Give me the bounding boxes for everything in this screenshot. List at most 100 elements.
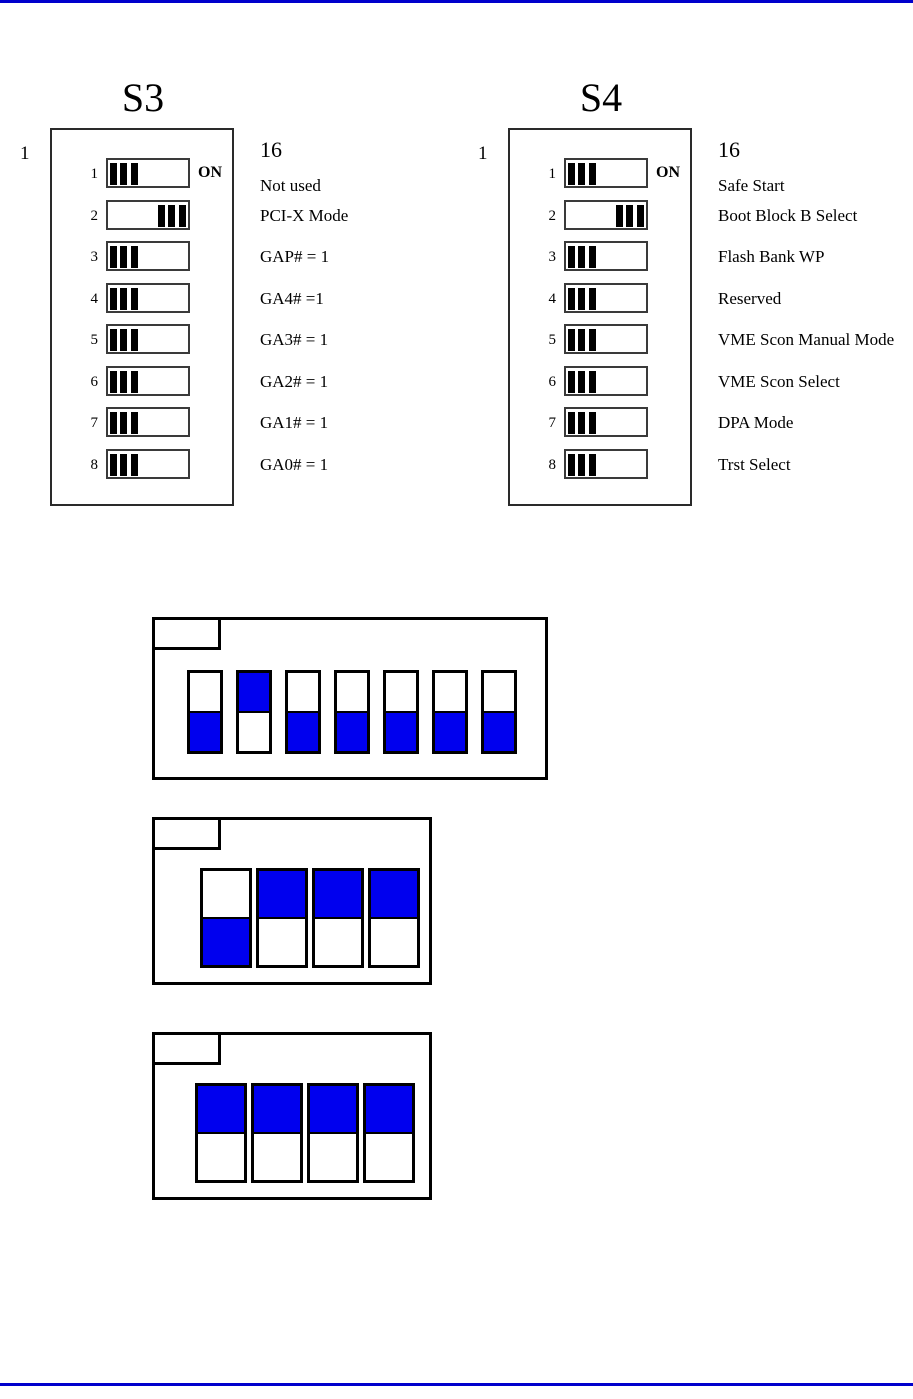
switch-lever-icon[interactable] [110,163,138,185]
switch-lever-icon[interactable] [568,246,596,268]
switch-number: 8 [548,456,557,473]
switch-row-s3-5[interactable]: 5 GA3# = 1 [50,324,328,356]
pack-switch-2[interactable] [236,670,272,754]
pack-switch-1[interactable] [200,868,252,968]
switch-toggle-s3-1[interactable] [106,158,190,188]
switch-toggle-s3-3[interactable] [106,241,190,271]
switch-toggle-s3-8[interactable] [106,448,190,479]
switch-toggle-s4-7[interactable] [564,407,648,437]
pack-switch-4[interactable] [363,1083,415,1183]
pack-switch-6[interactable] [432,670,468,754]
switch-lever-icon[interactable] [158,204,186,227]
switch-half-bottom [198,1134,244,1180]
switch-lever-icon[interactable] [568,163,596,185]
switch-description: VME Scon Select [718,371,840,391]
switch-row-s4-7[interactable]: 7 DPA Mode [508,407,793,439]
switch-toggle-s3-2[interactable] [106,199,190,230]
switch-description: Safe Start [718,176,785,195]
switch-description: GA4# =1 [260,288,324,308]
page-top-rule [0,0,913,3]
switch-description: DPA Mode [718,413,794,432]
pack-switch-5[interactable] [383,670,419,754]
switch-half-bottom [435,713,465,751]
pack-switch-3[interactable] [312,868,364,968]
switch-lever-icon[interactable] [110,329,138,351]
switch-row-s4-8[interactable]: 8 Trst Select [508,448,791,481]
switch-number: 2 [548,207,557,224]
switch-toggle-s4-5[interactable] [564,324,648,354]
switch-description: GA3# = 1 [260,330,329,349]
switch-lever-icon[interactable] [110,453,138,476]
switch-half-bottom [310,1134,356,1180]
pack-switch-7[interactable] [481,670,517,754]
dip-pack-four-a [152,817,432,985]
switch-description: Trst Select [718,454,791,474]
pack-notch-icon [155,820,221,850]
switch-half-top [254,1086,300,1134]
switch-toggle-s4-4[interactable] [564,282,648,313]
pack-switch-2[interactable] [256,868,308,968]
switch-number: 8 [90,456,99,473]
switch-number: 6 [548,373,557,390]
switch-row-s4-6[interactable]: 6 VME Scon Select [508,365,840,398]
switch-toggle-s4-3[interactable] [564,241,648,271]
switch-number: 5 [90,332,99,348]
switch-lever-icon[interactable] [110,287,138,310]
pack-switch-3[interactable] [285,670,321,754]
switch-half-top [259,871,305,919]
switch-half-top [366,1086,412,1134]
switch-row-s3-4[interactable]: 4 GA4# =1 [50,282,324,315]
pack-switch-1[interactable] [195,1083,247,1183]
pack-switch-row [195,1083,415,1183]
pack-switch-3[interactable] [307,1083,359,1183]
switch-number: 4 [90,290,99,307]
pack-switch-row [187,670,517,754]
switch-toggle-s4-1[interactable] [564,158,648,188]
switch-number: 3 [548,249,557,265]
bank-frame-s4 [508,128,692,506]
switch-description: GA1# = 1 [260,413,329,432]
pack-switch-4[interactable] [368,868,420,968]
switch-toggle-s3-7[interactable] [106,407,190,437]
switch-toggle-s3-6[interactable] [106,365,190,396]
switch-half-bottom [386,713,416,751]
switch-lever-icon[interactable] [110,246,138,268]
switch-toggle-s4-6[interactable] [564,365,648,396]
pack-switch-1[interactable] [187,670,223,754]
pack-switch-2[interactable] [251,1083,303,1183]
switch-toggle-s3-4[interactable] [106,282,190,313]
switch-number: 7 [548,415,557,431]
switch-toggle-s3-5[interactable] [106,324,190,354]
pin-marker-16-s4: 16 [718,137,740,162]
switch-row-s4-4[interactable]: 4 Reserved [508,282,781,315]
pack-switch-4[interactable] [334,670,370,754]
switch-lever-icon[interactable] [568,370,596,393]
switch-lever-icon[interactable] [568,287,596,310]
switch-half-bottom [337,713,367,751]
switch-half-bottom [259,919,305,965]
switch-lever-icon[interactable] [616,204,644,227]
switch-toggle-s4-8[interactable] [564,448,648,479]
switch-lever-icon[interactable] [568,329,596,351]
switch-lever-icon[interactable] [568,453,596,476]
switch-description: Reserved [718,288,782,308]
switch-lever-icon[interactable] [110,370,138,393]
switch-half-top [371,871,417,919]
switch-half-top [435,673,465,713]
switch-half-top [310,1086,356,1134]
switch-half-top [203,871,249,919]
switch-lever-icon[interactable] [568,412,596,434]
switch-toggle-s4-2[interactable] [564,199,648,230]
switch-lever-icon[interactable] [110,412,138,434]
switch-number: 4 [548,290,557,307]
